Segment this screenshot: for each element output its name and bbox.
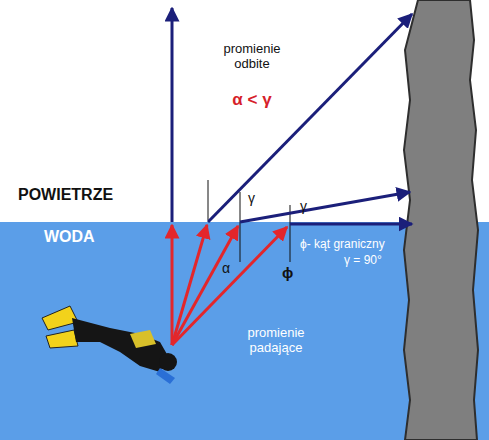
- angle-symbol: γ: [300, 198, 307, 214]
- angle-symbol: ϕ: [282, 264, 293, 281]
- note-text: γ = 90°: [344, 254, 382, 268]
- angle-symbol: γ: [248, 190, 255, 206]
- diver-figure: [42, 306, 177, 384]
- angle-symbol: α: [222, 260, 230, 276]
- group-caption: promienie odbite: [217, 42, 287, 72]
- medium-name: WODA: [44, 228, 95, 246]
- refracted-rays: [172, 8, 412, 224]
- rock-wall: [404, 0, 478, 440]
- angle-relation: α < γ: [232, 90, 271, 110]
- medium-name: POWIETRZE: [18, 186, 113, 204]
- group-caption: promienie padające: [241, 326, 311, 356]
- note-text: ϕ- kąt graniczny: [300, 238, 385, 252]
